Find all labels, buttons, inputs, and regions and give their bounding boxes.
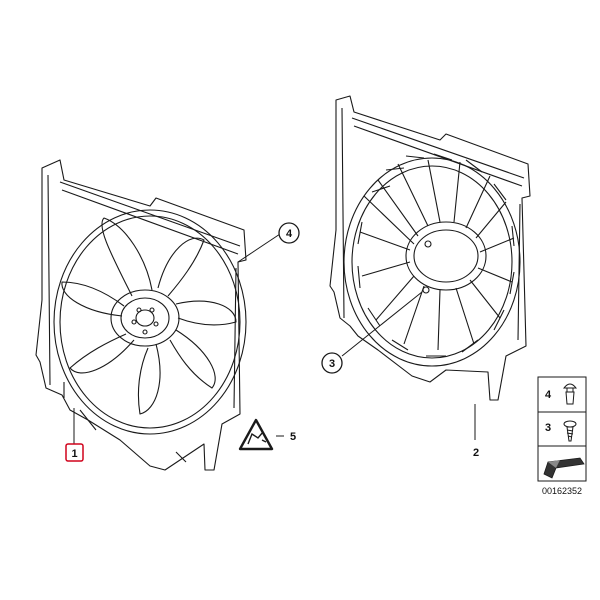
fan-shroud-frame [329, 95, 531, 401]
svg-text:5: 5 [290, 431, 296, 443]
svg-text:3: 3 [329, 358, 335, 370]
legend-label-3: 3 [545, 422, 551, 434]
fan-warning-icon [247, 431, 267, 445]
callout-1[interactable]: 1 [65, 408, 84, 462]
callout-4[interactable]: 4 [278, 222, 300, 244]
diagram-number: 00162352 [542, 486, 582, 496]
fan-shroud-assembly [35, 159, 247, 471]
leader-line-3 [341, 291, 423, 357]
screw-icon [563, 420, 577, 442]
arrow-icon [543, 457, 585, 479]
svg-text:2: 2 [473, 447, 479, 459]
expanding-rivet-icon [562, 383, 578, 405]
svg-text:4: 4 [286, 228, 293, 240]
callout-3[interactable]: 3 [321, 352, 343, 374]
fastener-legend: 4 3 [537, 376, 587, 482]
svg-text:1: 1 [71, 448, 77, 460]
warning-label-part-5[interactable]: 5 [238, 418, 296, 451]
leader-line-4 [237, 233, 281, 263]
callout-2[interactable]: 2 [473, 447, 479, 459]
legend-label-4: 4 [545, 389, 552, 401]
